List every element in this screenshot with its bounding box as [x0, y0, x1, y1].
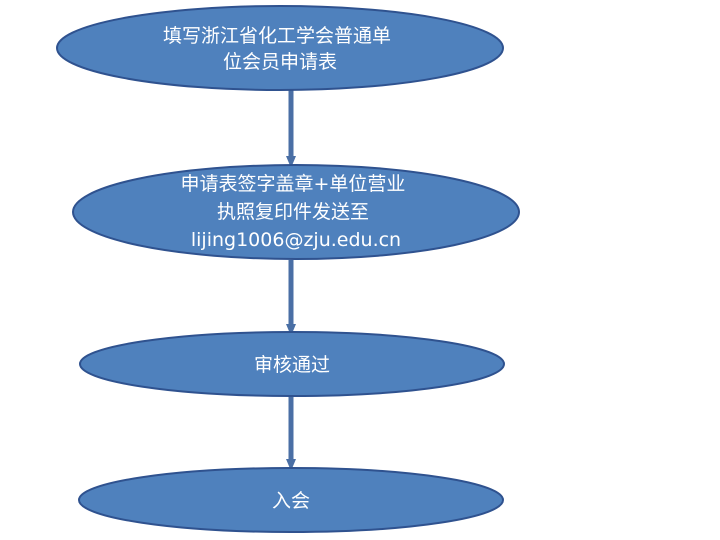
- flow-step-join: 入会: [78, 467, 504, 533]
- step-3-line-1: 审核通过: [254, 354, 330, 376]
- flow-step-review-passed: 审核通过: [79, 331, 505, 397]
- step-1-line-1: 填写浙江省化工学会普通单: [163, 25, 391, 47]
- flow-node-ellipse: [79, 331, 505, 397]
- svg-text:审核通过: 审核通过: [254, 354, 330, 376]
- step-2-line-1: 申请表签字盖章+单位营业: [181, 173, 406, 195]
- flow-node-ellipse: [72, 164, 520, 260]
- step-1-line-2: 位会员申请表: [223, 51, 337, 73]
- flow-step-fill-application: 填写浙江省化工学会普通单 位会员申请表: [56, 5, 504, 91]
- flow-node-ellipse: [78, 467, 504, 533]
- step-2-line-3: lijing1006@zju.edu.cn: [191, 229, 401, 251]
- svg-text:申请表签字盖章+单位营业 执照复印件发送至: 申请表签字盖章+单位营业 执照复印件发送至 lijing1006@zju.edu…: [181, 173, 412, 251]
- flow-step-send-documents: 申请表签字盖章+单位营业 执照复印件发送至 lijing1006@zju.edu…: [72, 164, 520, 260]
- step-4-line-1: 入会: [272, 490, 310, 512]
- svg-text:填写浙江省化工学会普通单 位会员申请表: 填写浙江省化工学会普通单 位会员申请表: [163, 25, 397, 73]
- flow-node-ellipse: [56, 5, 504, 91]
- step-2-line-2: 执照复印件发送至: [217, 201, 369, 223]
- svg-text:入会: 入会: [272, 490, 310, 512]
